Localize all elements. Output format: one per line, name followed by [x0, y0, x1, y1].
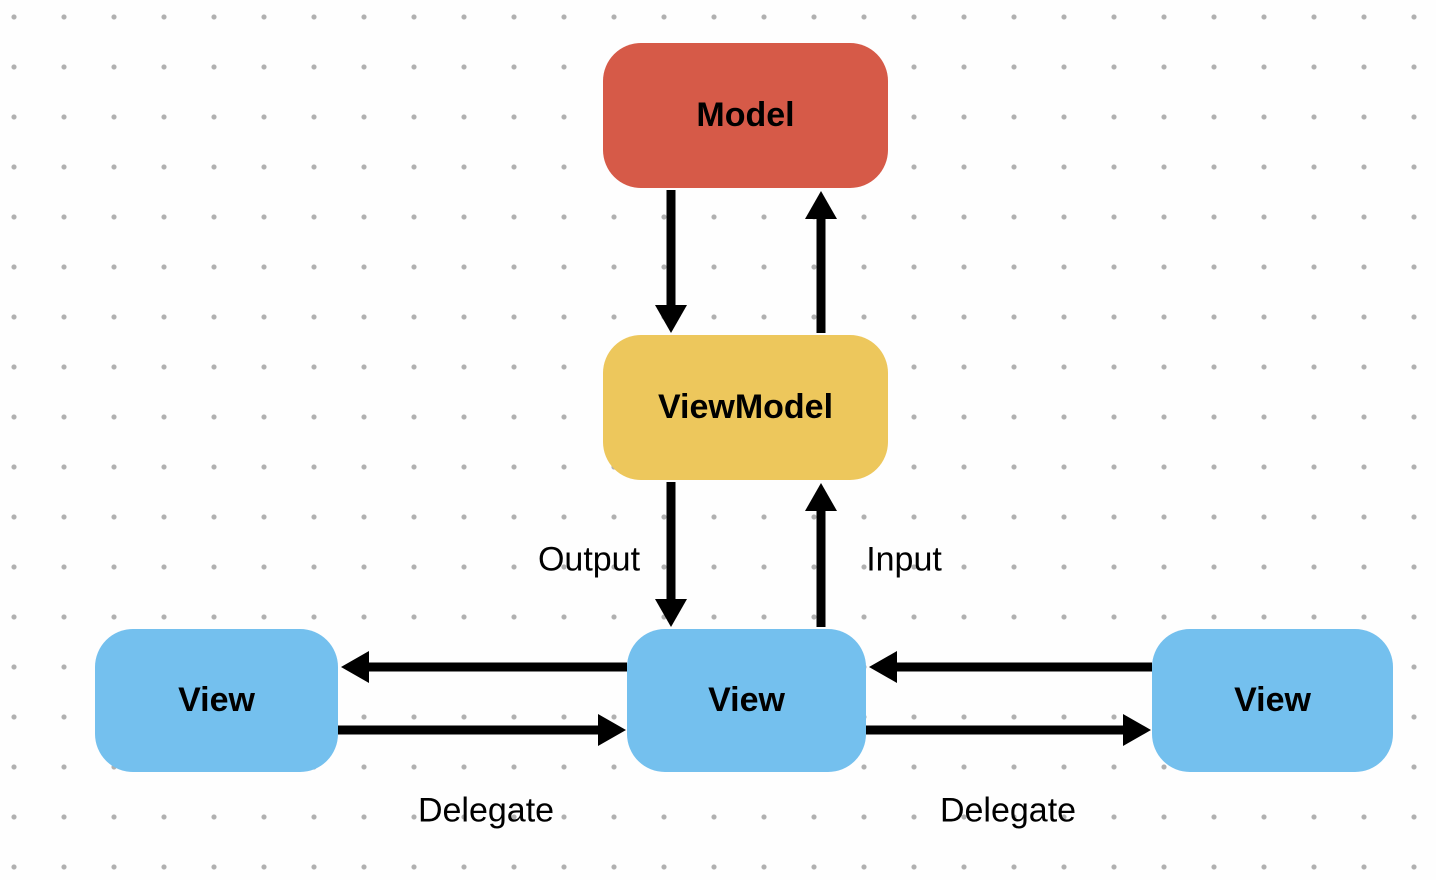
- node-model: Model: [603, 43, 888, 188]
- arrow-right-view-to-center-view: [869, 651, 1152, 683]
- node-view-center: View: [627, 629, 866, 772]
- arrow-viewmodel-to-view-output: [655, 482, 687, 627]
- node-viewmodel: ViewModel: [603, 335, 888, 480]
- node-viewmodel-label: ViewModel: [657, 388, 834, 426]
- node-view-right: View: [1152, 629, 1393, 772]
- edge-label-input: Input: [866, 540, 942, 579]
- arrow-left-view-to-center-view: [338, 714, 626, 746]
- node-view-left: View: [95, 629, 338, 772]
- arrow-center-view-to-left-view: [341, 651, 627, 683]
- edge-label-delegate-left: Delegate: [417, 791, 555, 830]
- arrow-viewmodel-to-model: [805, 191, 837, 333]
- node-view-left-label: View: [178, 681, 255, 719]
- arrow-center-view-to-right-view: [866, 714, 1151, 746]
- node-view-center-label: View: [708, 681, 785, 719]
- edge-label-delegate-right: Delegate: [939, 791, 1077, 830]
- arrow-model-to-viewmodel: [655, 190, 687, 333]
- node-model-label: Model: [696, 96, 795, 134]
- arrow-view-to-viewmodel-input: [805, 483, 837, 627]
- node-view-right-label: View: [1234, 681, 1311, 719]
- edge-label-output: Output: [537, 540, 641, 579]
